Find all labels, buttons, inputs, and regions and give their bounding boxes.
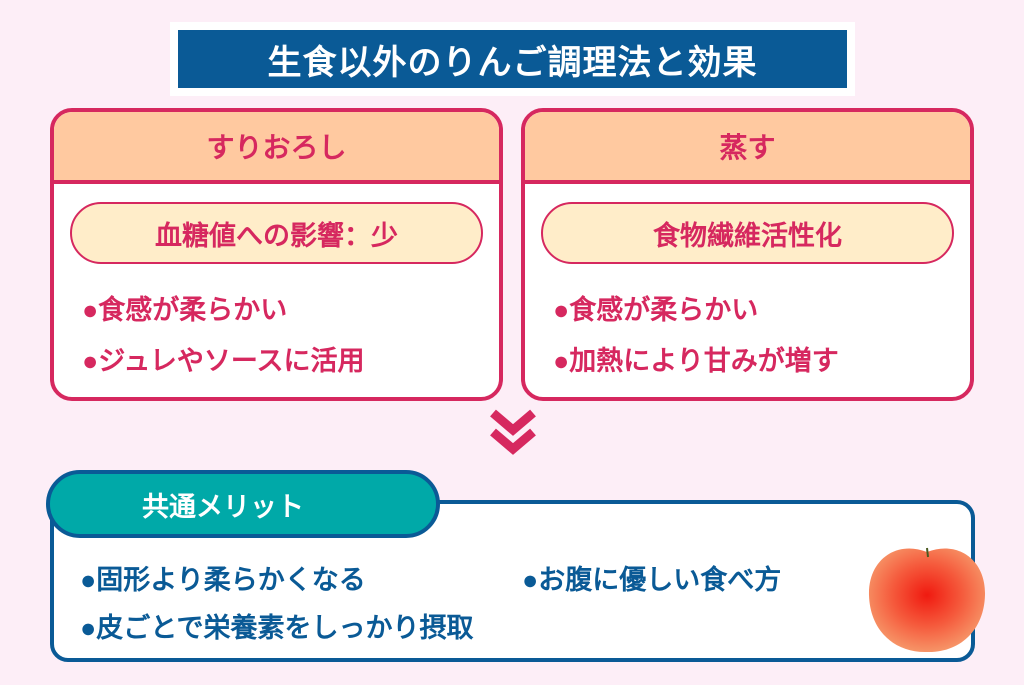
method-point: ●食感が柔らかい — [553, 295, 759, 325]
benefit-point: ●お腹に優しい食べ方 — [522, 565, 782, 595]
method-card-grate: すりおろし 血糖値への影響：少 ●食感が柔らかい ●ジュレやソースに活用 — [50, 108, 503, 401]
method-point: ●加熱により甘みが増す — [553, 346, 839, 376]
method-highlight: 血糖値への影響：少 — [70, 202, 483, 264]
apple-illustration — [868, 547, 986, 653]
method-point: ●ジュレやソースに活用 — [82, 346, 365, 376]
title-frame: 生食以外のりんご調理法と効果 — [170, 22, 855, 96]
method-highlight: 食物繊維活性化 — [541, 202, 954, 264]
method-point: ●食感が柔らかい — [82, 295, 288, 325]
common-benefits-label: 共通メリット — [46, 470, 440, 538]
benefit-point: ●固形より柔らかくなる — [80, 565, 366, 595]
method-card-steam: 蒸す 食物繊維活性化 ●食感が柔らかい ●加熱により甘みが増す — [521, 108, 974, 401]
method-title: 蒸す — [525, 112, 970, 184]
double-chevron-down-icon — [490, 409, 536, 455]
page-title: 生食以外のりんご調理法と効果 — [178, 30, 847, 88]
method-title: すりおろし — [54, 112, 499, 184]
benefit-point: ●皮ごとで栄養素をしっかり摂取 — [80, 613, 474, 643]
